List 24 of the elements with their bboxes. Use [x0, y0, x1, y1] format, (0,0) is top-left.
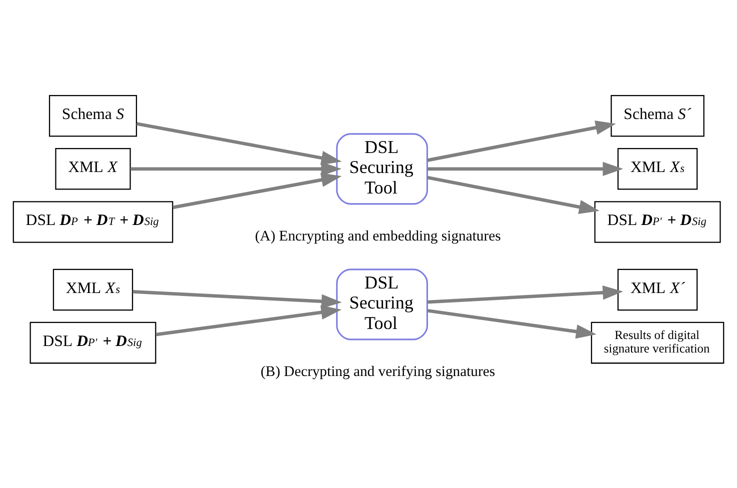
label: (A) Encrypting and embedding signatures: [255, 228, 501, 244]
node-box: XML X: [55, 148, 131, 190]
arrow: [172, 172, 342, 210]
node-box: Results of digital signature verification: [590, 322, 724, 364]
node-box: XML Xs: [52, 268, 134, 311]
node-box: DSL DP + DT + DSig: [12, 201, 174, 243]
arrow: [427, 176, 600, 214]
node-box: DSL DP′ + DSig: [30, 322, 156, 364]
arrow: [132, 290, 342, 308]
arrow: [156, 305, 342, 336]
arrow: [427, 286, 624, 304]
arrow: [130, 162, 342, 176]
arrow: [136, 122, 342, 165]
node-box: Schema S´: [610, 94, 704, 137]
arrow: [427, 162, 624, 176]
node-box: XML Xs: [617, 148, 698, 190]
arrow: [427, 308, 596, 339]
node-box: XML X´: [617, 268, 698, 311]
node-box: Schema S: [48, 94, 138, 137]
arrow: [427, 120, 616, 162]
node-box: DSL Securing Tool: [336, 268, 428, 340]
label: (B) Decrypting and verifying signatures: [260, 364, 496, 380]
node-box: DSL Securing Tool: [336, 133, 428, 205]
node-box: DSL DP′ + DSig: [594, 201, 721, 243]
